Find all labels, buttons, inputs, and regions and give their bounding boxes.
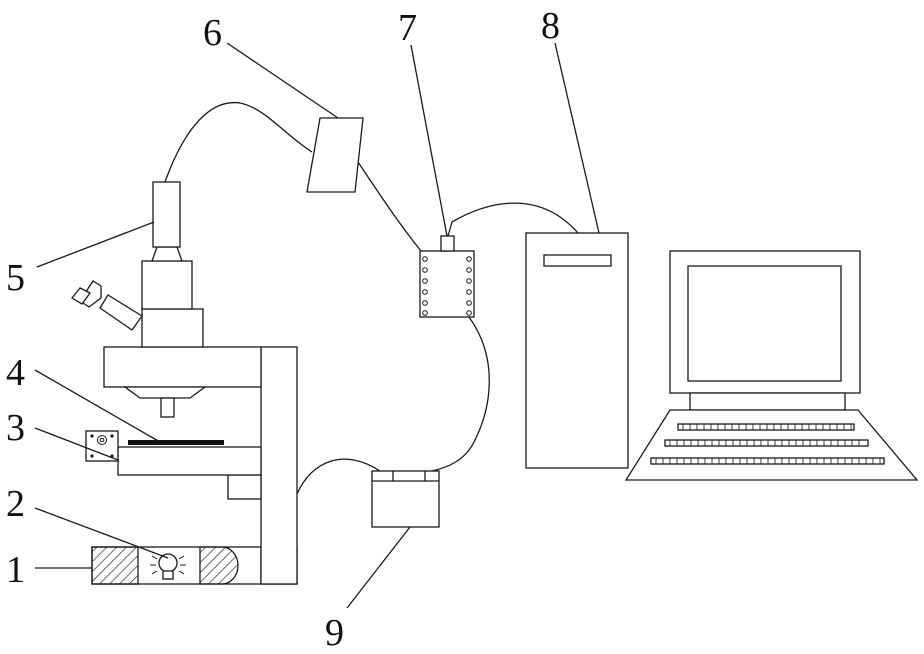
label-1: 1 bbox=[6, 549, 25, 591]
cable-controller-driver bbox=[432, 317, 489, 471]
cable-filter-controller bbox=[358, 162, 421, 251]
label-8: 8 bbox=[541, 5, 560, 47]
label-4: 4 bbox=[6, 352, 25, 394]
computer-keyboard bbox=[626, 410, 917, 480]
label-7: 7 bbox=[398, 7, 417, 49]
label-2: 2 bbox=[6, 483, 25, 525]
microscope-stage bbox=[118, 447, 261, 475]
optical-filter bbox=[307, 118, 363, 192]
microscope-arm bbox=[261, 347, 297, 584]
camera bbox=[153, 182, 180, 247]
camera-tube bbox=[142, 261, 192, 309]
driver-box bbox=[372, 471, 439, 527]
camera-adapter bbox=[152, 247, 182, 261]
sample-slide bbox=[128, 440, 224, 445]
label-5: 5 bbox=[6, 257, 25, 299]
microscope-head-body bbox=[104, 347, 261, 387]
focus-block bbox=[228, 475, 261, 499]
microscope bbox=[72, 247, 297, 584]
computer-monitor bbox=[670, 251, 860, 410]
computer-tower bbox=[526, 233, 628, 468]
controller-box bbox=[420, 236, 474, 317]
label-9: 9 bbox=[325, 612, 344, 654]
label-3: 3 bbox=[6, 407, 25, 449]
objective-lens bbox=[161, 398, 174, 417]
stage-clamp bbox=[86, 431, 118, 461]
microscope-head bbox=[142, 309, 203, 347]
label-6: 6 bbox=[203, 12, 222, 54]
nosepiece bbox=[125, 387, 205, 398]
cables bbox=[165, 103, 578, 494]
eyepiece bbox=[72, 281, 142, 330]
cable-controller-computer bbox=[448, 203, 578, 236]
leader-lines bbox=[35, 43, 599, 608]
cable-driver-arm bbox=[297, 459, 380, 494]
cable-camera-filter bbox=[165, 103, 312, 182]
